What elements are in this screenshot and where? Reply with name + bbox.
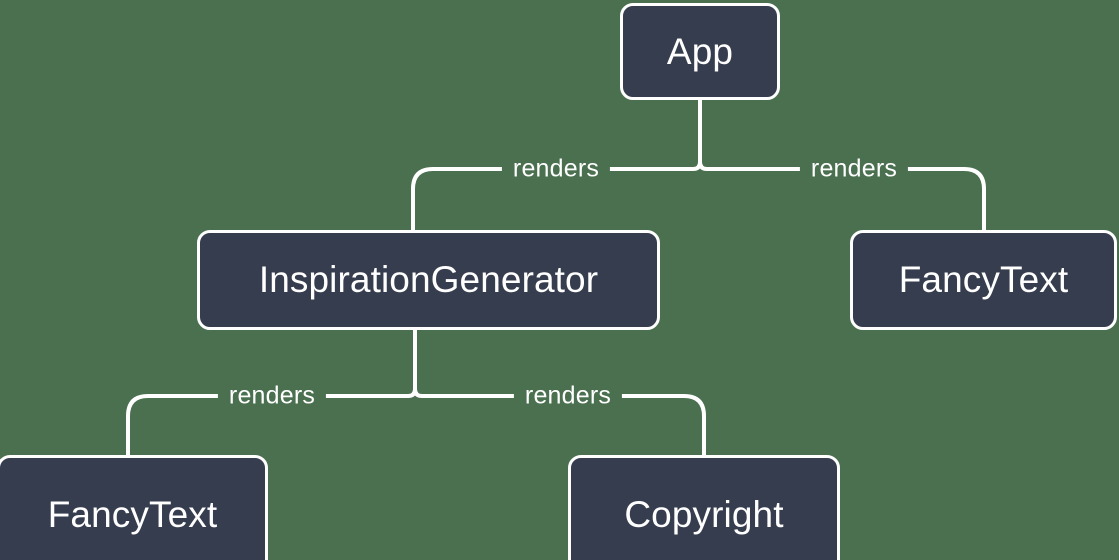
node-fancytext-right[interactable]: FancyText: [850, 230, 1117, 330]
node-copyright-label: Copyright: [624, 494, 784, 535]
node-fancytext-right-label: FancyText: [898, 259, 1069, 300]
edge-label-app-inspiration-generator: renders: [501, 156, 611, 182]
edge-label-ig-fancytext-left: renders: [217, 383, 327, 409]
node-fancytext-left-label: FancyText: [47, 494, 218, 535]
node-inspiration-generator-label: InspirationGenerator: [258, 259, 599, 300]
edge-label-ig-copyright: renders: [513, 383, 623, 409]
edge-label-app-fancytext-right: renders: [799, 156, 909, 182]
node-copyright[interactable]: Copyright: [568, 455, 840, 560]
node-fancytext-left[interactable]: FancyText: [0, 455, 268, 560]
node-inspiration-generator[interactable]: InspirationGenerator: [197, 230, 660, 330]
node-app[interactable]: App: [620, 3, 780, 100]
node-app-label: App: [666, 30, 734, 72]
